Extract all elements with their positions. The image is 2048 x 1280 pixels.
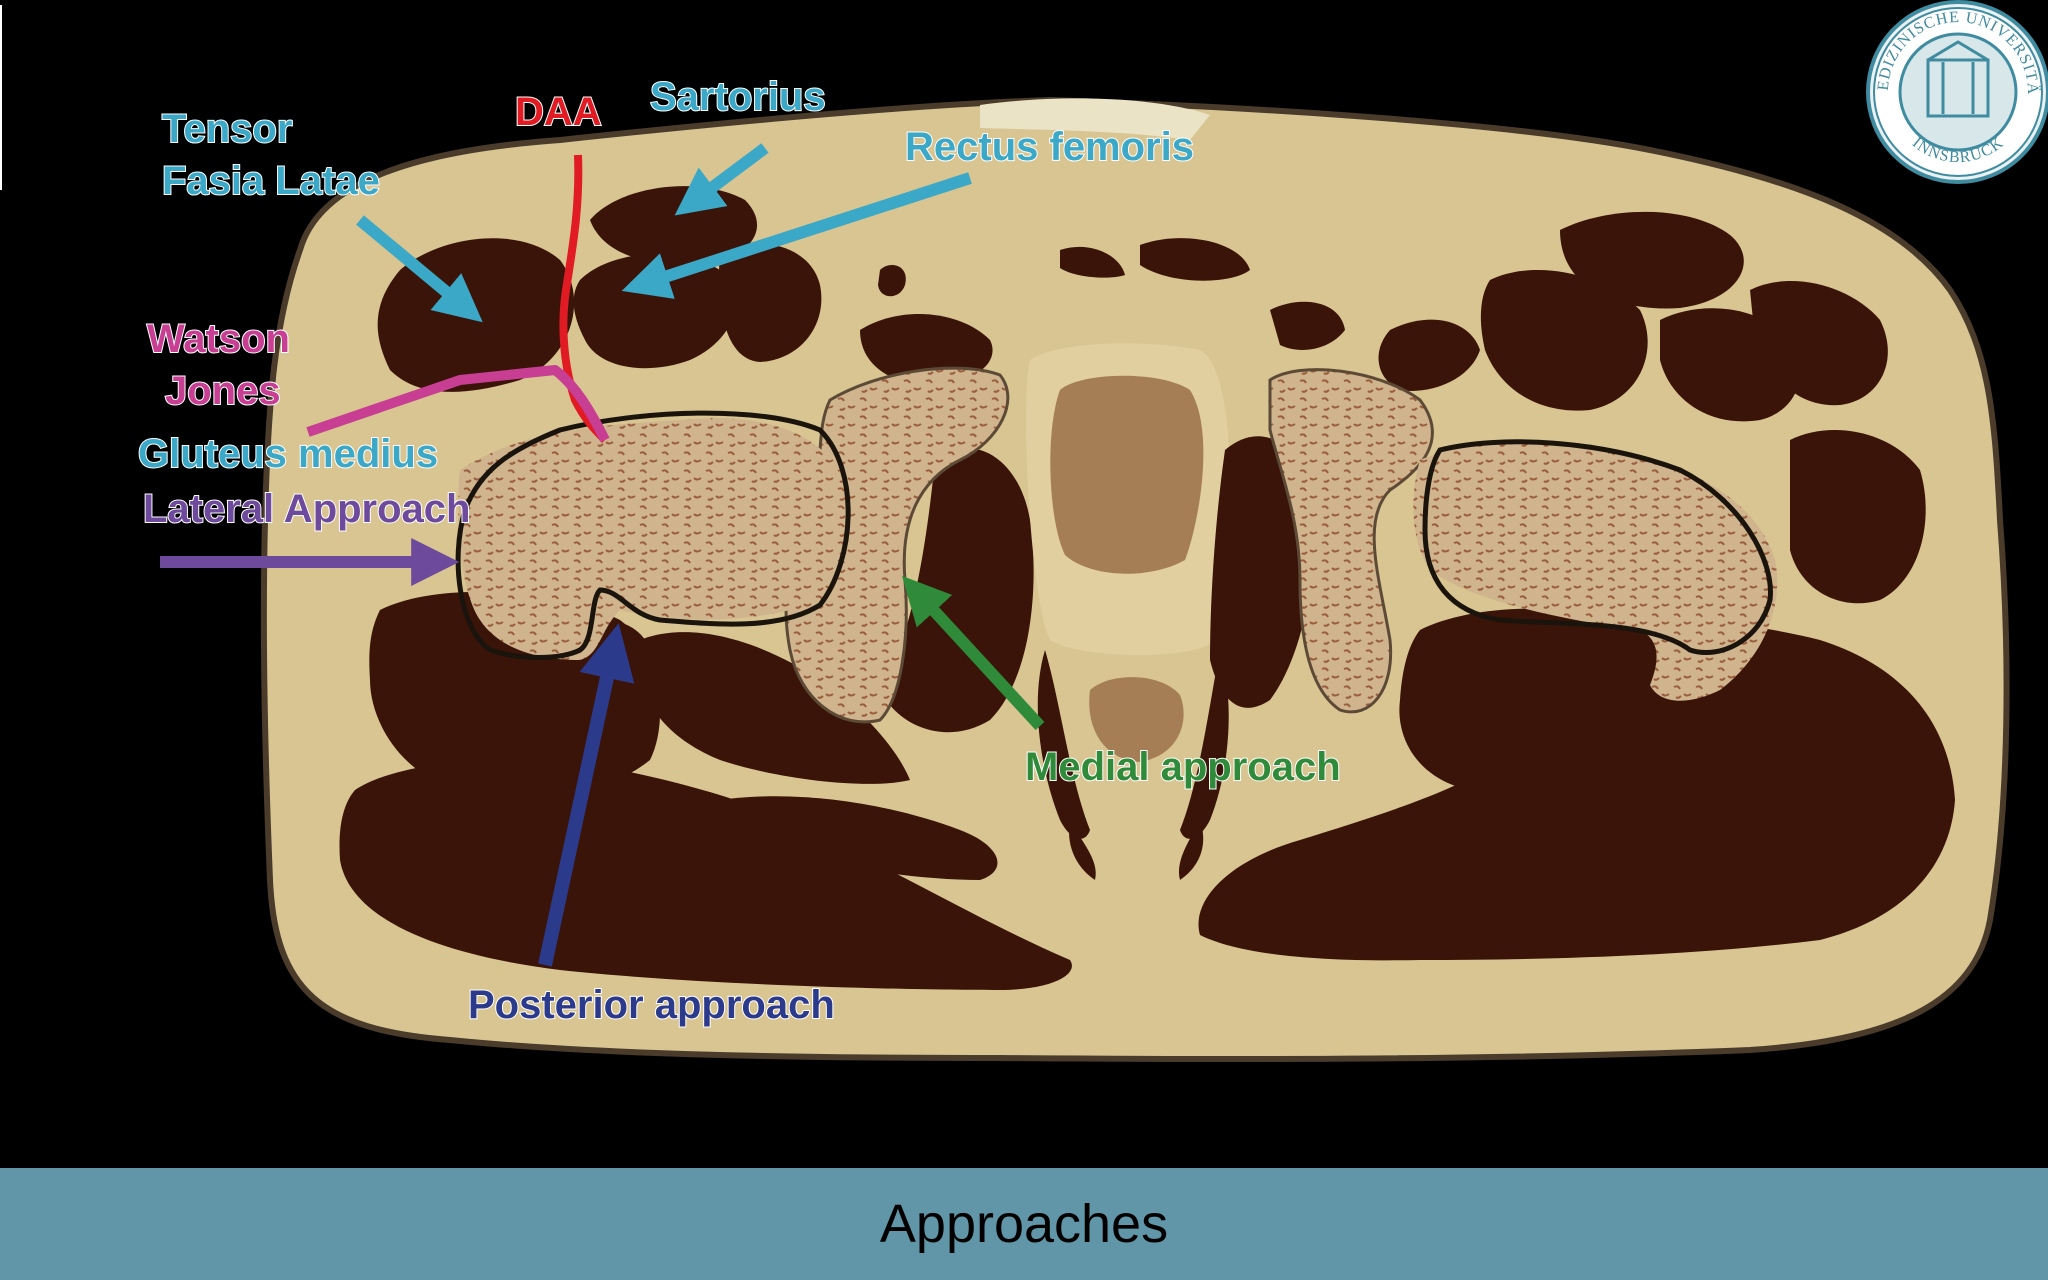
right-femoral-head-outline <box>1422 439 1773 656</box>
watson-jones-line <box>306 365 610 443</box>
label-watson: Watson <box>147 317 290 361</box>
label-rectus-femoris: Rectus femoris <box>905 125 1194 169</box>
posterior-approach-arrow <box>538 623 635 967</box>
label-jones: Jones <box>165 369 281 413</box>
rectus-femoris-arrow <box>621 172 972 299</box>
pelvis-cross-section-diagram: Tensor Fasia Latae DAA Sartorius Rectus … <box>137 0 2048 1063</box>
label-gluteus-medius: Gluteus medius <box>138 432 438 476</box>
right-muscles <box>1198 211 1955 961</box>
daa-line <box>559 154 608 443</box>
label-daa: DAA <box>515 90 602 134</box>
label-sartorius: Sartorius <box>650 75 826 119</box>
medial-approach-arrow <box>902 575 1045 731</box>
right-bones <box>1268 368 1778 714</box>
caption-title: Approaches <box>879 1194 1169 1254</box>
center-structures <box>1026 343 1231 880</box>
label-lateral-approach: Lateral Approach <box>143 487 470 531</box>
tensor-arrow <box>356 215 483 323</box>
label-medial-approach: Medial approach <box>1025 745 1341 789</box>
top-light-area <box>980 98 1210 140</box>
label-tensor: Tensor <box>162 107 292 151</box>
left-bones <box>455 366 1010 724</box>
label-fasia-latae: Fasia Latae <box>162 159 380 203</box>
caption-bar: Approaches <box>0 1168 2048 1280</box>
left-edge-rule <box>0 5 2 190</box>
university-seal: MEDIZINISCHE UNIVERSITÄT INNSBRUCK <box>1866 0 2048 184</box>
label-posterior-approach: Posterior approach <box>468 983 835 1027</box>
sartorius-arrow <box>674 143 769 216</box>
